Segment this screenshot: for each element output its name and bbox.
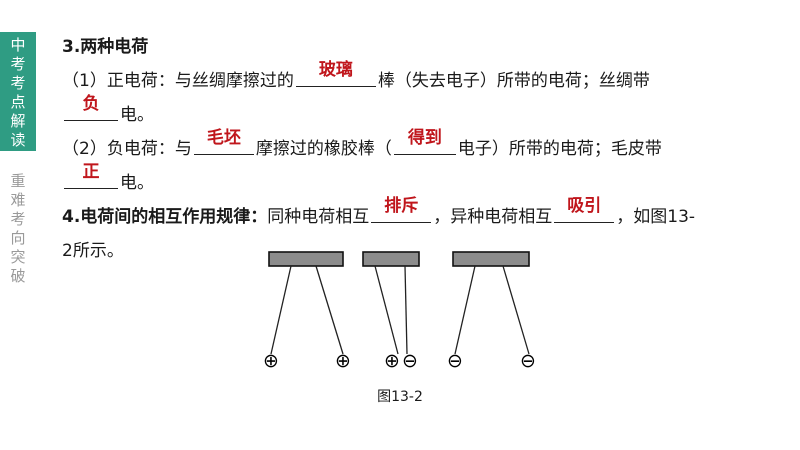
figure-caption: 图13-2 [377, 389, 423, 405]
positive-charge-icon: ⊕ [335, 350, 351, 372]
answer-blank: 毛坯 [193, 128, 254, 155]
sidebar-tab-key-difficulties[interactable]: 重 难 考 向 突 破 [0, 168, 36, 288]
tab-char: 考 [10, 74, 26, 92]
string [374, 265, 399, 355]
tab-char: 重 [10, 172, 26, 190]
negative-charge-icon: ⊖ [447, 350, 463, 372]
slide-content: 3.两种电荷 （1）正电荷：与丝绸摩擦过的玻璃棒（失去电子）所带的电荷；丝绸带 … [62, 30, 782, 268]
tab-char: 读 [10, 131, 26, 149]
answer-text: 得到 [407, 128, 442, 148]
text: 棒（失去电子）所带的电荷；丝绸带 [377, 71, 650, 91]
text: ，如图13- [616, 207, 696, 227]
text: 电。 [120, 173, 154, 193]
answer-blank: 负 [64, 94, 118, 121]
paragraph-negative-charge: （2）负电荷：与毛坯摩擦过的橡胶棒（ 得到电子）所带的电荷；毛皮带 [62, 128, 782, 166]
support-bar [452, 251, 530, 267]
answer-text: 玻璃 [318, 60, 353, 80]
sidebar-tab-exam-points[interactable]: 中 考 考 点 解 读 [0, 32, 36, 151]
paragraph-interaction-rule-cont: 2所示。 [62, 234, 782, 268]
string [502, 265, 530, 355]
answer-blank: 吸引 [554, 196, 615, 223]
text: 2所示。 [62, 241, 124, 261]
text: 同种电荷相互 [267, 207, 370, 227]
tab-char: 难 [10, 191, 26, 209]
support-bar [362, 251, 420, 267]
pair-attract: ⊕ ⊖ [362, 251, 420, 372]
tab-char: 考 [10, 210, 26, 228]
negative-charge-icon: ⊖ [520, 350, 536, 372]
tab-char: 解 [10, 112, 26, 130]
paragraph-positive-charge-cont: 负电。 [62, 94, 782, 132]
figure-background [261, 248, 541, 374]
answer-text: 吸引 [567, 196, 602, 216]
paragraph-interaction-rule: 4.电荷间的相互作用规律：同种电荷相互排斥 ，异种电荷相互吸引 ，如图13- [62, 196, 782, 234]
tab-char: 向 [10, 229, 26, 247]
tab-char: 中 [10, 36, 26, 54]
paragraph-positive-charge: （1）正电荷：与丝绸摩擦过的 玻璃棒（失去电子）所带的电荷；丝绸带 [62, 60, 782, 98]
pair-repel-positive: ⊕ ⊕ [263, 251, 351, 372]
negative-charge-icon: ⊖ [402, 350, 418, 372]
answer-blank: 排斥 [371, 196, 432, 223]
text: 电。 [120, 105, 154, 125]
text: ，异种电荷相互 [433, 207, 553, 227]
answer-text: 负 [82, 94, 100, 114]
answer-blank: 得到 [393, 128, 456, 155]
section-heading: 3.两种电荷 [62, 37, 149, 57]
tab-char: 考 [10, 55, 26, 73]
text: 电子）所带的电荷；毛皮带 [457, 139, 662, 159]
pair-repel-negative: ⊖ ⊖ [447, 251, 536, 372]
answer-text: 正 [82, 162, 100, 182]
text: 摩擦过的橡胶棒（ [255, 139, 392, 159]
tab-char: 突 [10, 248, 26, 266]
answer-blank: 正 [64, 162, 118, 189]
support-bar [268, 251, 344, 267]
tab-char: 点 [10, 93, 26, 111]
answer-text: 毛坯 [206, 128, 241, 148]
string [454, 265, 476, 355]
paragraph-negative-charge-cont: 正电。 [62, 162, 782, 200]
charge-interaction-figure: ⊕ ⊕ ⊕ ⊖ ⊖ ⊖ [261, 248, 541, 374]
positive-charge-icon: ⊕ [263, 350, 279, 372]
rule-heading: 4.电荷间的相互作用规律： [62, 207, 268, 227]
positive-charge-icon: ⊕ [384, 350, 400, 372]
string [404, 265, 408, 355]
answer-text: 排斥 [384, 196, 419, 216]
string [315, 265, 344, 355]
text: （1）正电荷：与丝绸摩擦过的 [62, 71, 294, 91]
answer-blank: 玻璃 [295, 60, 376, 87]
tab-char: 破 [10, 267, 26, 285]
string [270, 265, 292, 355]
text: （2）负电荷：与 [62, 139, 192, 159]
